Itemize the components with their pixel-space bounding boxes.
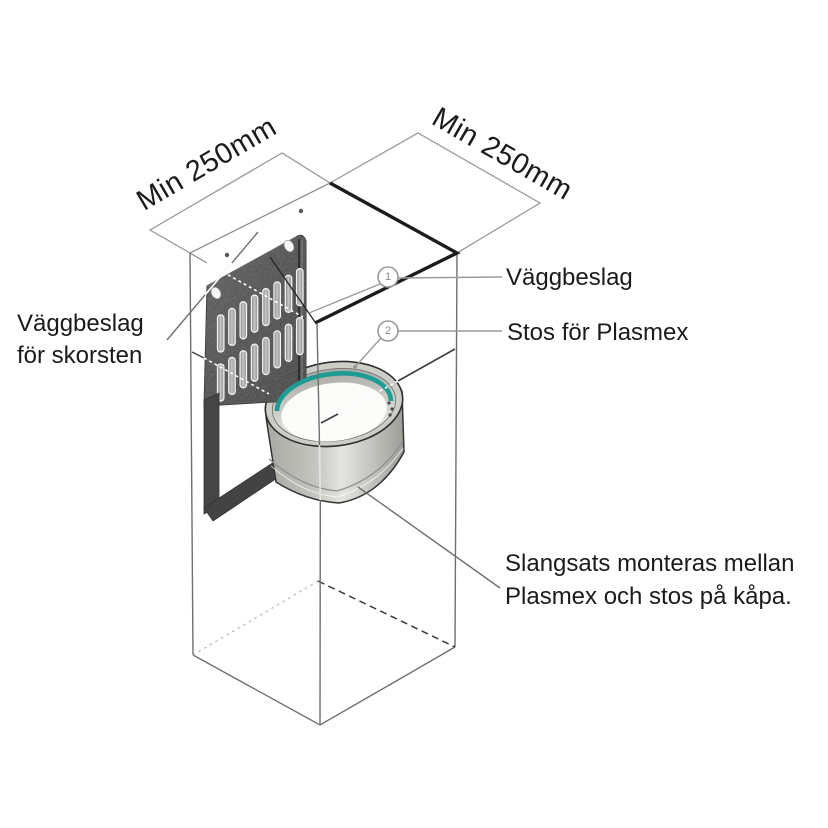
box-front-edge <box>316 322 322 726</box>
callout-2-circle <box>377 320 399 342</box>
callout-1-number: 1 <box>384 271 392 283</box>
label-stos-plasmex: Stos för Plasmex <box>507 319 689 346</box>
label-wall-bracket-chimney: Väggbeslag för skorsten <box>17 308 144 372</box>
label-wall-bracket: Väggbeslag <box>506 264 633 291</box>
hidden-section-edge <box>320 380 399 424</box>
callout-2-number: 2 <box>384 325 392 337</box>
bracket-fold-line <box>269 256 316 323</box>
note-hose-kit-line2: Plasmex och stos på kåpa. <box>505 583 792 610</box>
label-wall-bracket-chimney-line2: för skorsten <box>17 342 143 369</box>
hidden-edges <box>203 262 317 421</box>
leader-lines <box>166 231 503 589</box>
ceiling-hole-dot <box>298 208 304 214</box>
note-hose-kit-line1: Slangsats monteras mellan <box>505 550 795 577</box>
callout-1-circle <box>377 266 399 288</box>
ceiling-hole-dot <box>224 252 230 258</box>
box-top-front-edges <box>314 181 461 325</box>
label-wall-bracket-chimney-line1: Väggbeslag <box>17 310 144 337</box>
stos-cylinder <box>200 360 405 504</box>
note-hose-kit: Slangsats monteras mellan Plasmex och st… <box>505 547 794 613</box>
